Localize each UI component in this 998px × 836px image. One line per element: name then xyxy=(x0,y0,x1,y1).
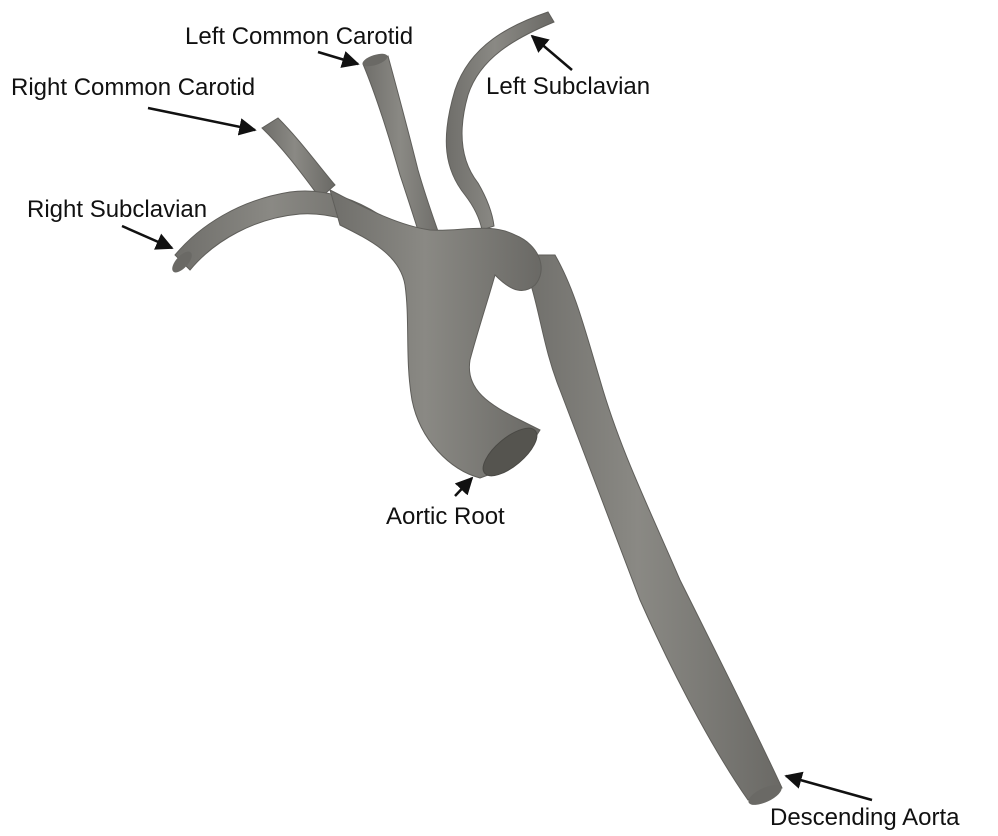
label-right-common-carotid: Right Common Carotid xyxy=(11,76,255,100)
label-left-subclavian: Left Subclavian xyxy=(486,75,650,99)
arrow-right-common-carotid xyxy=(148,108,255,130)
arrow-descending-aorta xyxy=(786,776,872,800)
label-aortic-root: Aortic Root xyxy=(386,505,505,529)
label-right-subclavian: Right Subclavian xyxy=(27,198,207,222)
arrow-right-subclavian xyxy=(122,226,172,248)
arrow-left-common-carotid xyxy=(318,52,358,64)
left-subclavian-vessel xyxy=(446,12,554,230)
arrow-left-subclavian xyxy=(532,36,572,70)
label-left-common-carotid: Left Common Carotid xyxy=(185,25,413,49)
aortic-arch-vessel xyxy=(330,190,544,484)
arrow-aortic-root xyxy=(455,478,472,496)
descending-aorta-vessel xyxy=(520,255,784,809)
right-common-carotid-vessel xyxy=(262,118,335,198)
label-descending-aorta: Descending Aorta xyxy=(770,806,959,830)
